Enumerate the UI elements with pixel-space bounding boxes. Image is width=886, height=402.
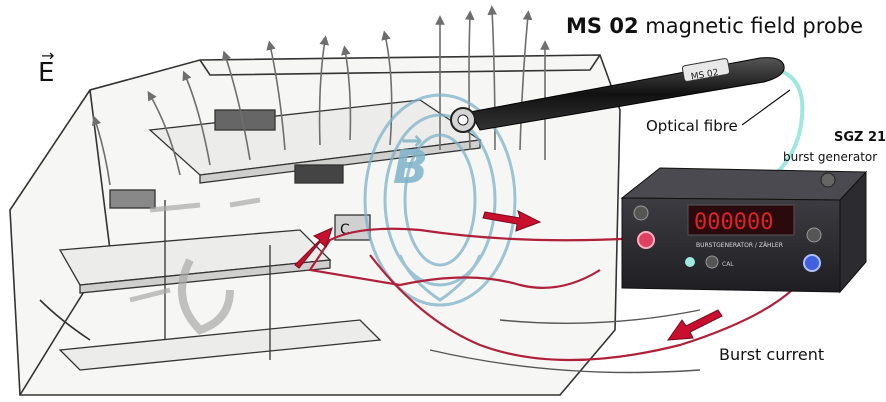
- b-field-loop-inner: [403, 133, 477, 267]
- burst-wire-2: [369, 254, 813, 362]
- output-socket-red: [637, 231, 655, 249]
- probe-loop-hole: [457, 114, 469, 126]
- fibre-input-socket: [685, 257, 695, 267]
- e-field-line: [341, 45, 352, 141]
- flow-arrow-1: [149, 202, 201, 213]
- e-field-letter: E: [38, 58, 55, 88]
- burst-arrow-up: [294, 227, 333, 269]
- e-field-line: [266, 40, 286, 151]
- b-field-label: → B: [393, 126, 429, 194]
- ground-cable: [429, 349, 701, 374]
- housing-fold: [39, 299, 91, 341]
- e-field-lines: [91, 5, 550, 186]
- e-vector-arrow: →: [41, 46, 55, 65]
- e-field-line: [465, 10, 475, 151]
- cal-label: CAL: [722, 261, 734, 268]
- probe-tag-text: MS 02: [690, 68, 719, 83]
- connector-1: [109, 189, 156, 209]
- burst-arrow-right: [482, 210, 542, 232]
- sgz21-generator: 000000 BURSTGENERATOR / ZÄHLER CAL: [620, 167, 868, 294]
- component-letter: C: [340, 222, 350, 238]
- ground-cable: [499, 309, 701, 325]
- display-digits: 000000: [694, 210, 773, 235]
- burst-current-label: Burst current: [719, 345, 825, 364]
- b-vector-arrow: →: [401, 126, 423, 156]
- e-field-line: [182, 70, 211, 166]
- e-field-line: [519, 10, 533, 151]
- probe-model-label: MS 02: [566, 14, 639, 38]
- burst-arrow-left: [666, 309, 723, 341]
- burst-current-wires: [308, 227, 813, 362]
- e-field-label: → E: [38, 46, 55, 88]
- burst-wire-1: [308, 227, 641, 287]
- probe-desc-label: magnetic field probe: [645, 14, 864, 38]
- generator-display: [687, 204, 795, 236]
- generator-knob-3: [806, 227, 822, 243]
- e-field-line: [221, 50, 251, 161]
- e-field-line: [487, 5, 498, 151]
- b-field-curve: [398, 254, 482, 302]
- b-field-loop-middle: [383, 113, 497, 287]
- base-board: [58, 319, 382, 371]
- probe-tag: [681, 58, 731, 82]
- upper-board-edge: [199, 139, 481, 184]
- optical-fibre-label: Optical fibre: [646, 117, 738, 135]
- top-knob: [820, 172, 836, 188]
- output-socket-blue: [803, 254, 821, 272]
- internal-flow: [129, 197, 261, 335]
- flow-arrow-2: [229, 197, 261, 208]
- generator-side: [839, 170, 867, 294]
- e-field-line: [91, 115, 111, 186]
- generator-knob-2: [705, 255, 719, 269]
- ms02-probe: MS 02: [450, 57, 785, 133]
- flow-arrow-3: [129, 287, 171, 303]
- generator-panel-label: BURSTGENERATOR / ZÄHLER: [696, 242, 783, 249]
- generator-model-label: SGZ 21: [834, 130, 886, 145]
- ic-chip-1: [294, 164, 344, 184]
- e-field-line: [381, 30, 393, 146]
- b-field-loops: [363, 93, 517, 307]
- generator-knob-1: [633, 205, 649, 221]
- burst-wire-3: [399, 269, 601, 289]
- fibre-leader-line: [741, 89, 791, 126]
- probe-title: MS 02 magnetic field probe: [566, 14, 863, 38]
- ic-chip-2: [214, 109, 276, 131]
- b-field-loop-outer: [363, 93, 517, 307]
- e-field-line: [318, 35, 330, 146]
- ground-cables: [429, 309, 701, 374]
- circuit-boards: C: [58, 99, 482, 371]
- lower-board-edge: [79, 259, 331, 294]
- ribbon-loop: [178, 258, 234, 335]
- e-field-line: [147, 90, 181, 176]
- b-field-letter: B: [393, 140, 429, 194]
- generator-desc-label: burst generator: [783, 150, 878, 164]
- burst-current-arrows: [294, 210, 723, 341]
- housing-top-edge: [199, 54, 601, 76]
